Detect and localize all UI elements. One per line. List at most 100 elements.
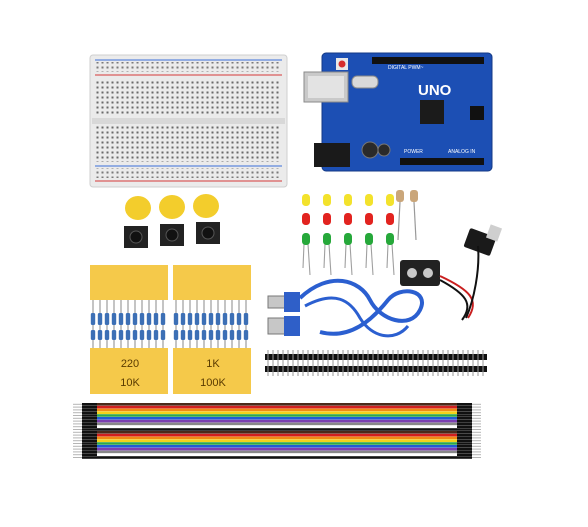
resistor [97, 313, 103, 325]
button-caps [125, 194, 219, 220]
jumper-wire [97, 411, 457, 414]
jumper-wire [97, 439, 457, 442]
jumper-wires [73, 403, 481, 459]
jumper-wire [97, 456, 457, 459]
resistor [146, 330, 152, 340]
leds [302, 194, 395, 276]
resistor [118, 330, 124, 340]
led-green [344, 233, 352, 245]
jumper-wire [97, 447, 457, 451]
led-green [323, 233, 331, 245]
resistor [222, 330, 228, 340]
led-red [323, 213, 331, 225]
board-digital-label: DIGITAL PWM~ [388, 65, 424, 71]
resistor [215, 313, 221, 325]
resistor [132, 313, 138, 325]
resistor [90, 313, 96, 325]
board-power-label: POWER [404, 149, 423, 155]
resistor [146, 313, 152, 325]
jumper-wire [97, 414, 457, 417]
resistor [180, 330, 186, 340]
jumper-wire [97, 422, 457, 426]
resistor [104, 313, 110, 325]
resistor [160, 330, 166, 340]
resistor [173, 330, 179, 340]
resistor-strips [90, 265, 251, 394]
resistor [139, 330, 145, 340]
resistor [243, 330, 249, 340]
jumper-wire [97, 445, 457, 448]
resistor [125, 313, 131, 325]
jumper-wire [97, 405, 457, 409]
tact-switches [124, 222, 220, 248]
resistor-label-1k: 1K [206, 358, 220, 370]
usb-cable [267, 278, 424, 338]
resistor-label-100k: 100K [200, 377, 226, 389]
resistor [208, 313, 214, 325]
resistor [201, 330, 207, 340]
jumper-wire [97, 419, 457, 423]
resistor-label-220: 220 [120, 358, 140, 370]
jumper-wire [97, 450, 457, 454]
jumper-wire [97, 408, 457, 412]
resistor [194, 330, 200, 340]
led-yellow [302, 194, 310, 206]
resistor [229, 313, 235, 325]
resistor [111, 330, 117, 340]
resistor [118, 313, 124, 325]
jumper-wire [97, 425, 457, 428]
uno-board [303, 52, 493, 172]
led-yellow [386, 194, 394, 206]
board-model-label: UNO [418, 82, 452, 99]
resistor [243, 313, 249, 325]
board-analog-label: ANALOG IN [448, 149, 476, 155]
resistor [173, 313, 179, 325]
led-yellow [344, 194, 352, 206]
led-red [302, 213, 310, 225]
resistor [139, 313, 145, 325]
led-yellow [365, 194, 373, 206]
breadboard [89, 54, 288, 188]
photoresistors [396, 190, 418, 241]
jumper-wire [97, 431, 457, 434]
battery-clip [400, 245, 480, 321]
led-yellow [323, 194, 331, 206]
resistor [97, 330, 103, 340]
jumper-wire [97, 428, 457, 431]
resistor [187, 313, 193, 325]
resistor [187, 330, 193, 340]
resistor [132, 330, 138, 340]
resistor [153, 313, 159, 325]
led-green [365, 233, 373, 245]
jumper-wire [97, 403, 457, 406]
led-red [344, 213, 352, 225]
led-green [302, 233, 310, 245]
resistor [160, 313, 166, 325]
jumper-wire [97, 436, 457, 440]
dc-barrel-plug [463, 224, 503, 256]
led-red [365, 213, 373, 225]
resistor [90, 330, 96, 340]
jumper-wire [97, 433, 457, 437]
pin-headers [265, 350, 487, 376]
led-red [386, 213, 394, 225]
resistor [236, 313, 242, 325]
resistor [215, 330, 221, 340]
resistor [104, 330, 110, 340]
resistor [111, 313, 117, 325]
resistor [194, 313, 200, 325]
resistor [125, 330, 131, 340]
resistor [236, 330, 242, 340]
resistor [222, 313, 228, 325]
resistor [153, 330, 159, 340]
resistor [208, 330, 214, 340]
resistor [180, 313, 186, 325]
resistor-label-10k: 10K [120, 377, 140, 389]
jumper-wire [97, 442, 457, 445]
led-green [386, 233, 394, 245]
resistor [229, 330, 235, 340]
resistor [201, 313, 207, 325]
jumper-wire [97, 417, 457, 420]
jumper-wire [97, 453, 457, 456]
